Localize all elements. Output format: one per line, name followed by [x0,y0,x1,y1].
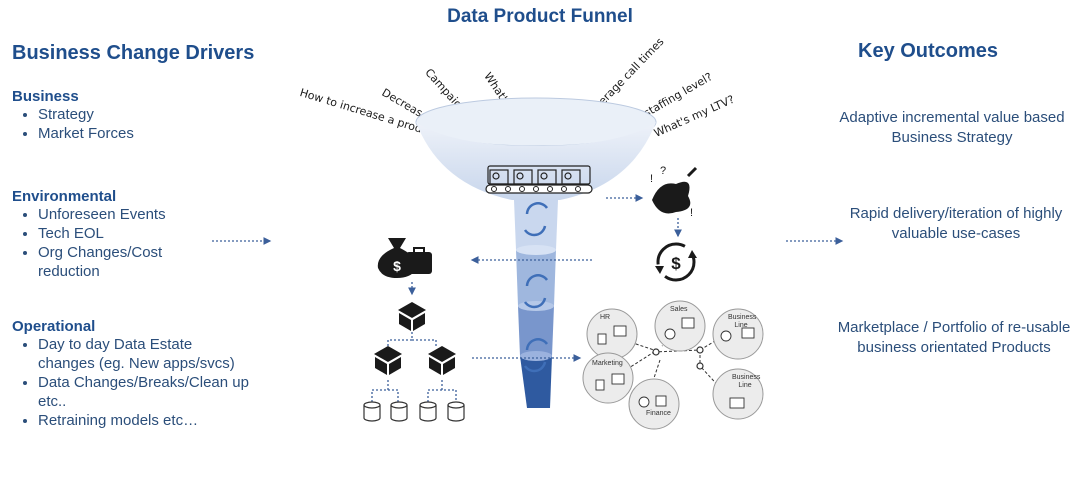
drivers-heading: Business Change Drivers [12,42,255,64]
driver-item: Strategy [38,105,282,124]
driver-item: Market Forces [38,124,282,143]
driver-item: Data Changes/Breaks/Clean up etc.. [38,373,253,411]
outcome-item: Rapid delivery/iteration of highly valua… [849,205,1063,242]
network-node [582,352,634,404]
node-label: HR [600,314,611,321]
network-node [712,308,764,360]
outcome-item: Marketplace / Portfolio of re-usable bus… [837,319,1071,356]
group-operational: Operational Day to day Data Estate chang… [12,318,282,430]
database-icon [390,401,408,422]
node-label: Business Line [732,374,761,389]
driver-item: Day to day Data Estate changes (eg. New … [38,335,238,373]
package-icon [428,346,456,375]
funnel-stem [514,200,558,408]
briefcase-icon [406,247,432,274]
diagram-title: Data Product Funnel [447,6,633,27]
network-node [628,378,680,430]
svg-text:!: ! [650,173,653,185]
driver-item: Org Changes/Cost reduction [38,243,198,281]
database-icon [447,401,465,422]
dollar-cycle-icon: $ [655,242,697,282]
svg-text:$: $ [393,258,401,274]
group-environmental: Environmental Unforeseen Events Tech EOL… [12,188,232,281]
outcome-item: Adaptive incremental value based Busines… [839,109,1065,146]
group-business: Business Strategy Market Forces [12,88,282,143]
driver-item: Unforeseen Events [38,205,232,224]
conveyor-icon [485,165,593,194]
group-title: Operational [12,318,96,335]
funnel-cup [415,97,657,200]
problem-scribble-icon: ! ? ! [650,165,698,219]
node-label: Finance [646,410,671,417]
database-icon [363,401,381,422]
group-title: Environmental [12,188,117,205]
group-title: Business [12,88,79,105]
svg-text:$: $ [671,254,681,273]
database-icon [419,401,437,422]
cycle-icon [523,202,549,373]
node-label: Marketing [592,360,623,367]
domain-network [582,300,764,430]
svg-text:?: ? [660,165,666,177]
svg-text:!: ! [690,207,693,219]
dotted-arrows [212,194,844,402]
driver-item: Retraining models etc… [38,411,282,430]
package-icon [374,346,402,375]
outcomes-heading: Key Outcomes [858,40,999,62]
driver-item: Tech EOL [38,224,232,243]
node-label: Sales [670,306,688,313]
network-node [586,308,638,360]
package-icon [398,302,426,331]
network-node [712,368,764,420]
node-label: Business Line [728,314,757,329]
